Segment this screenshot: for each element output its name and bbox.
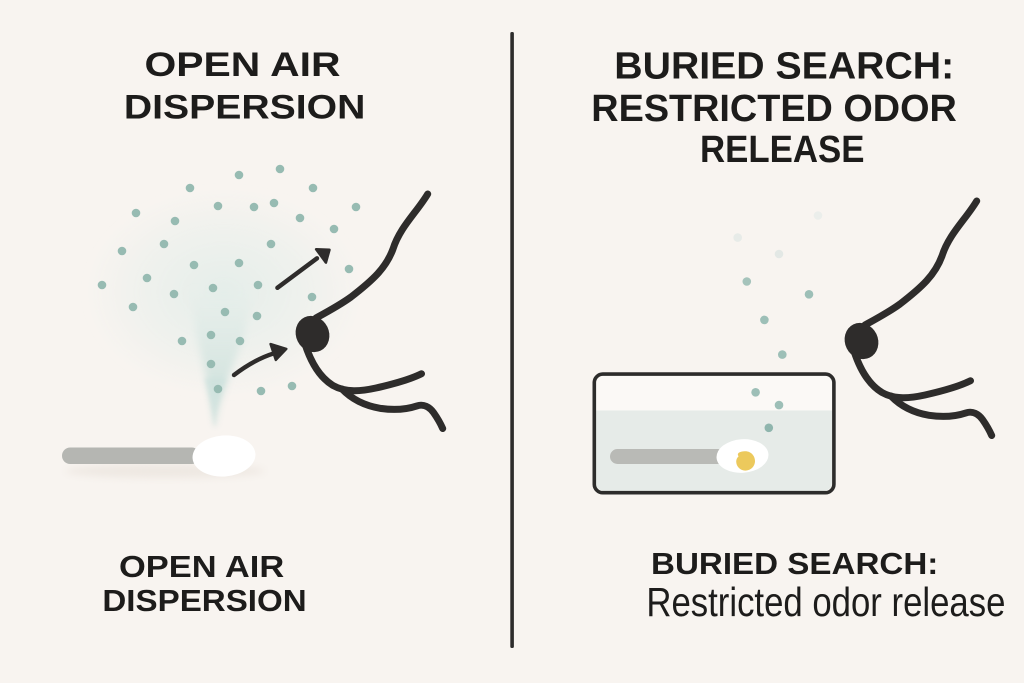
svg-text:DISPERSION: DISPERSION: [124, 88, 366, 126]
svg-text:BURIED SEARCH:: BURIED SEARCH:: [614, 45, 954, 87]
svg-text:Restricted odor release: Restricted odor release: [646, 579, 1005, 625]
svg-text:RELEASE: RELEASE: [700, 129, 865, 171]
svg-text:OPEN AIR: OPEN AIR: [119, 549, 284, 584]
svg-text:DISPERSION: DISPERSION: [102, 583, 306, 618]
svg-text:BURIED SEARCH:: BURIED SEARCH:: [651, 547, 938, 581]
svg-text:RESTRICTED ODOR: RESTRICTED ODOR: [591, 88, 957, 130]
svg-text:OPEN AIR: OPEN AIR: [145, 46, 341, 84]
